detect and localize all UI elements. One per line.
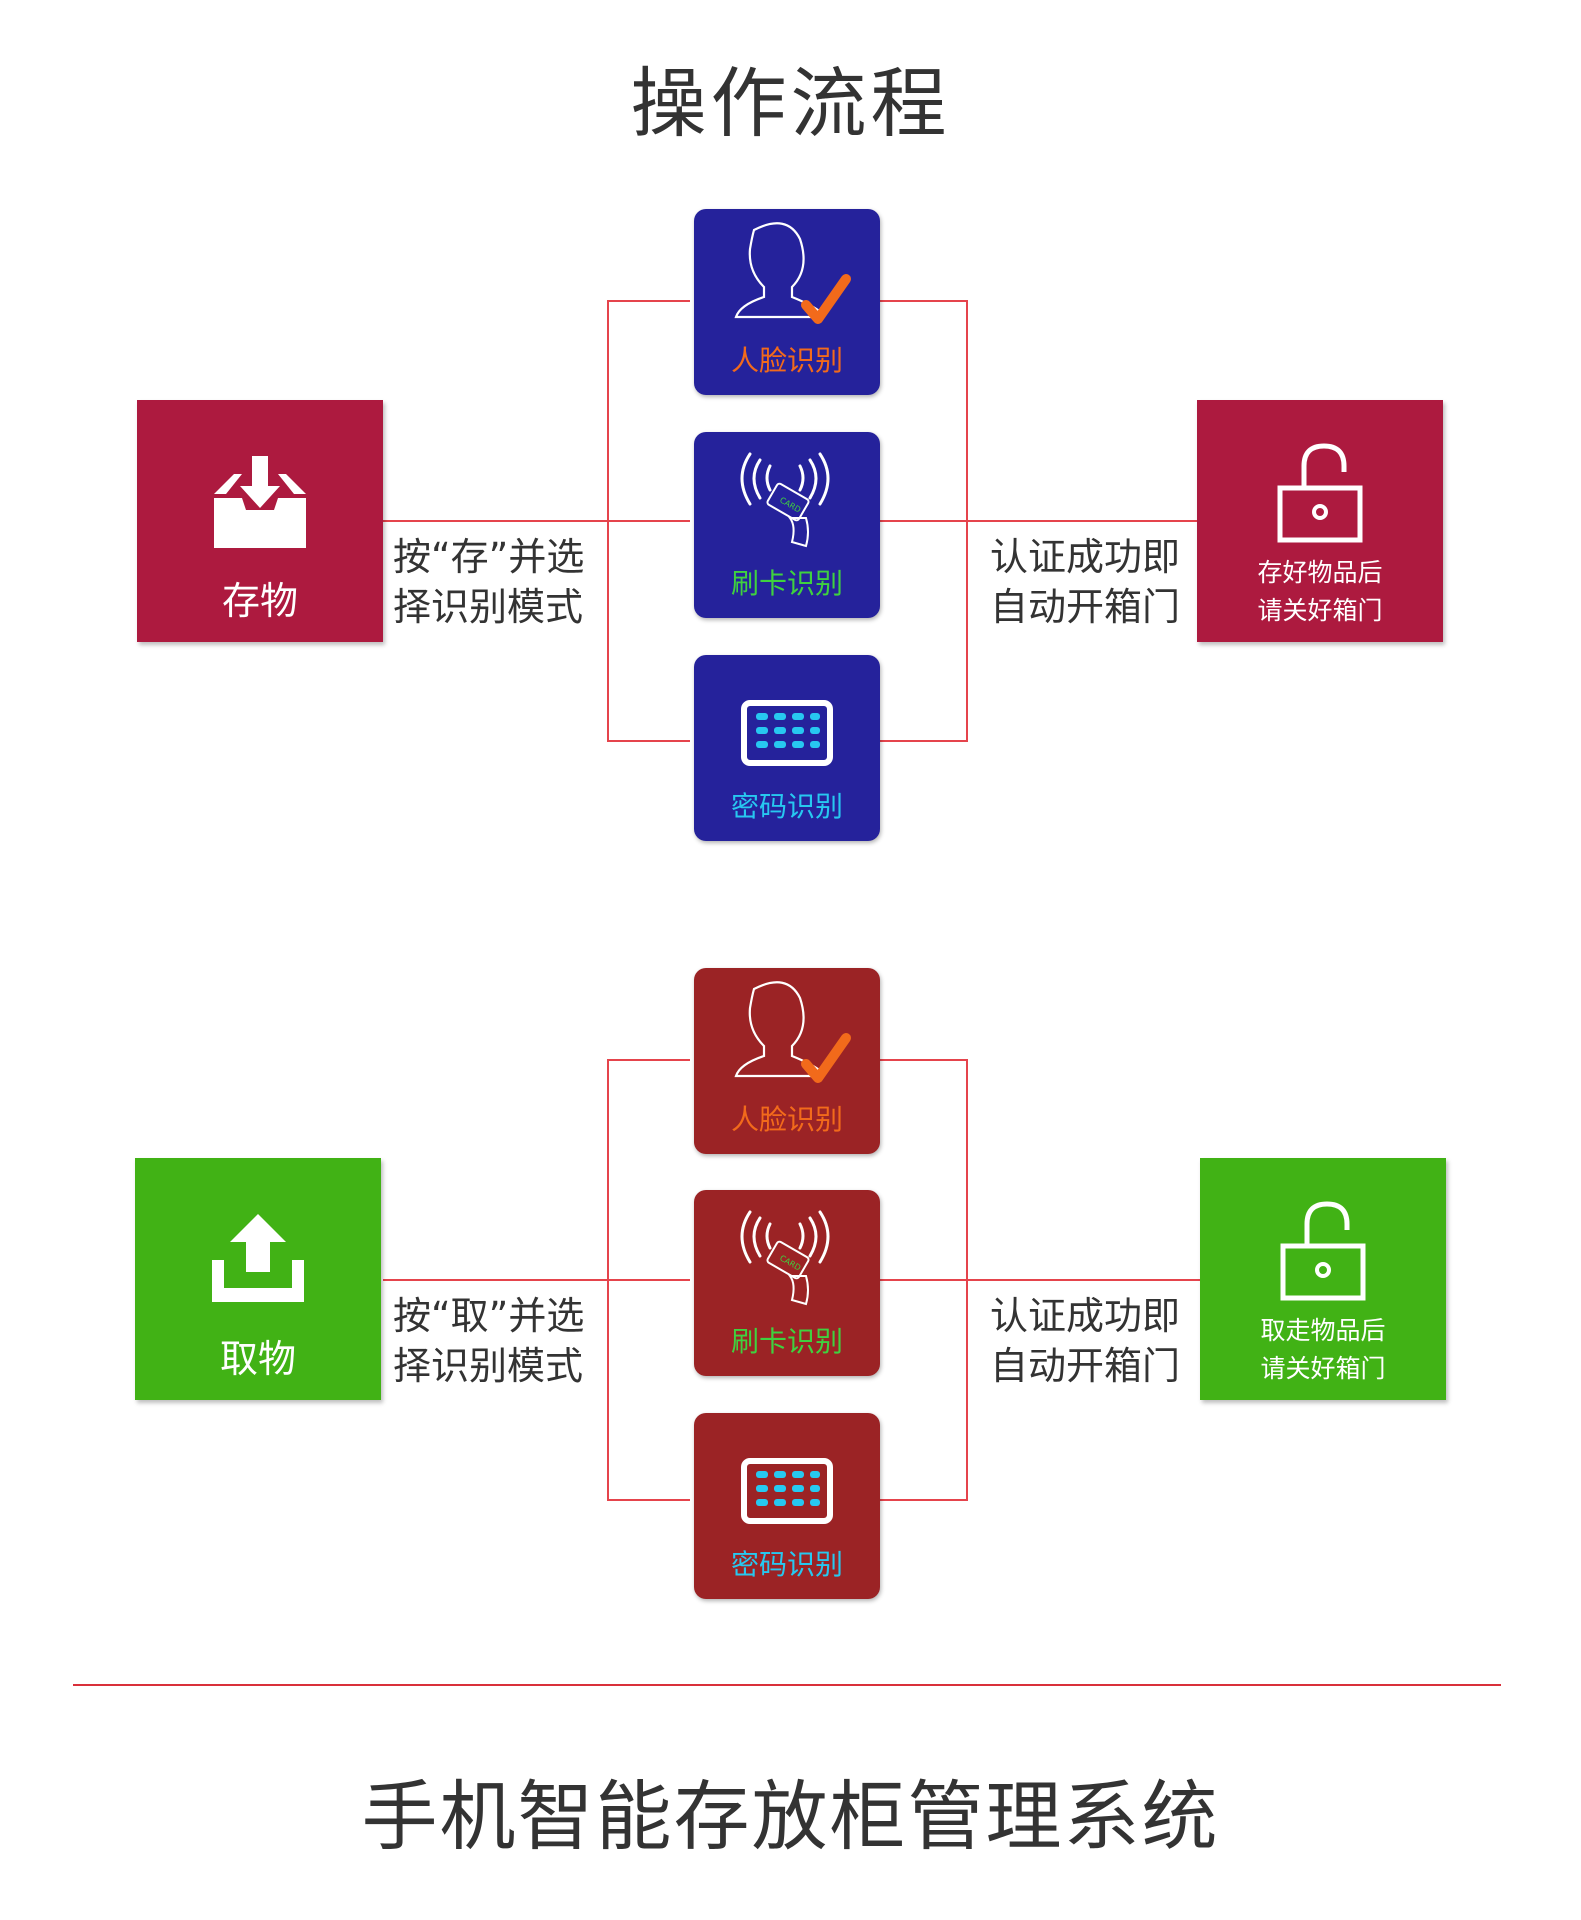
footer-title: 手机智能存放柜管理系统: [361, 1772, 1220, 1861]
end-line: 取走物品后: [1260, 1316, 1386, 1345]
instruction-line: 按“取”并选: [393, 1294, 585, 1338]
result-line: 自动开箱门: [990, 585, 1181, 629]
connector-line: [880, 1499, 967, 1501]
tray-upload-icon: [135, 1210, 381, 1310]
result-line: 认证成功即: [990, 1294, 1181, 1338]
retrieve-label: 取物: [219, 1337, 296, 1381]
connector-line: [607, 1059, 690, 1061]
mode-face-recognition[interactable]: 人脸识别: [694, 968, 880, 1154]
mode-password[interactable]: 密码识别: [694, 655, 880, 841]
connector-line: [607, 300, 690, 302]
connector-line: [607, 1059, 609, 1499]
card-swipe-icon: CARD: [694, 1190, 880, 1330]
instruction-line: 按“存”并选: [393, 535, 585, 579]
connector-line: [880, 1279, 1200, 1281]
connector-line: [880, 1059, 967, 1061]
connector-line: [880, 520, 1197, 522]
mode-label: 刷卡识别: [730, 567, 843, 600]
keypad-icon: [694, 1413, 880, 1553]
end-line: 请关好箱门: [1260, 1354, 1386, 1383]
retrieve-result: 认证成功即 自动开箱门: [990, 1291, 1180, 1391]
connector-line: [880, 740, 967, 742]
face-check-icon: [694, 209, 880, 349]
connector-line: [607, 1499, 690, 1501]
store-instruction: 按“存”并选 择识别模式: [393, 532, 584, 632]
end-line: 请关好箱门: [1257, 596, 1383, 625]
result-line: 自动开箱门: [990, 1344, 1181, 1388]
connector-line: [966, 1059, 968, 1501]
store-result: 认证成功即 自动开箱门: [990, 532, 1180, 632]
mode-label: 密码识别: [730, 790, 843, 823]
mode-label: 刷卡识别: [730, 1325, 843, 1358]
inbox-download-icon: [137, 452, 383, 556]
connector-line: [966, 300, 968, 742]
instruction-line: 择识别模式: [393, 585, 584, 629]
page-title: 操作流程: [630, 59, 951, 148]
instruction-line: 择识别模式: [393, 1344, 584, 1388]
mode-label: 人脸识别: [730, 1103, 843, 1136]
store-button[interactable]: 存物: [137, 400, 383, 642]
mode-password[interactable]: 密码识别: [694, 1413, 880, 1599]
mode-face-recognition[interactable]: 人脸识别: [694, 209, 880, 395]
retrieve-end-box: 取走物品后 请关好箱门: [1200, 1158, 1446, 1400]
card-swipe-icon: CARD: [694, 432, 880, 572]
retrieve-instruction: 按“取”并选 择识别模式: [393, 1291, 584, 1391]
mode-label: 密码识别: [730, 1548, 843, 1581]
store-label: 存物: [221, 579, 298, 623]
unlock-icon: [1200, 1198, 1446, 1306]
unlock-icon: [1197, 440, 1443, 548]
end-line: 存好物品后: [1257, 558, 1383, 587]
divider: [73, 1684, 1501, 1686]
connector-line: [383, 1279, 690, 1281]
connector-line: [607, 740, 690, 742]
connector-line: [383, 520, 690, 522]
retrieve-button[interactable]: 取物: [135, 1158, 381, 1400]
store-end-box: 存好物品后 请关好箱门: [1197, 400, 1443, 642]
face-check-icon: [694, 968, 880, 1108]
mode-card-swipe[interactable]: CARD 刷卡识别: [694, 432, 880, 618]
mode-label: 人脸识别: [730, 344, 843, 377]
keypad-icon: [694, 655, 880, 795]
result-line: 认证成功即: [990, 535, 1181, 579]
connector-line: [607, 300, 609, 740]
mode-card-swipe[interactable]: CARD 刷卡识别: [694, 1190, 880, 1376]
connector-line: [880, 300, 967, 302]
